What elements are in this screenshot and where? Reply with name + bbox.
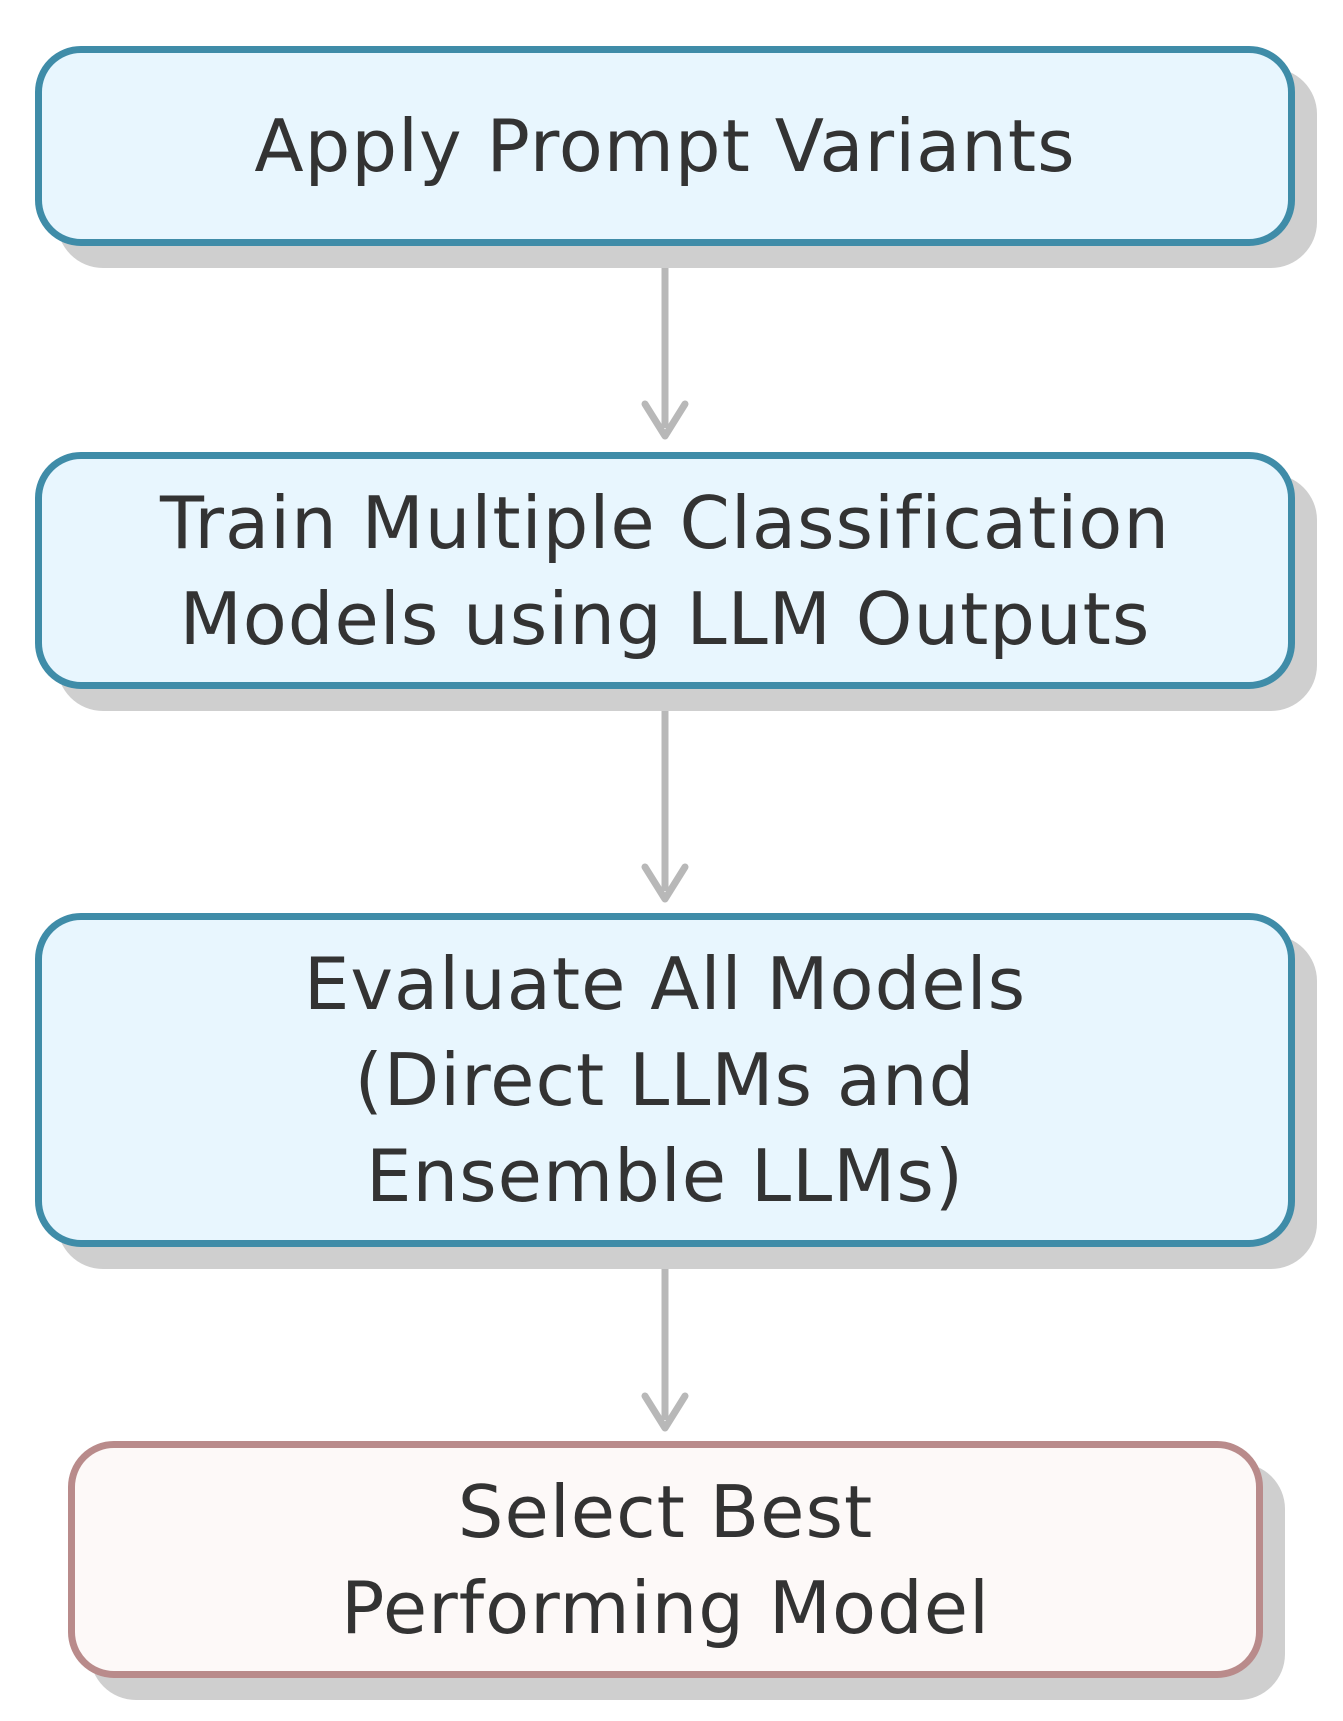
arrow-2 (641, 703, 689, 903)
node-label-select-best: Select Best Performing Model (340, 1469, 991, 1650)
node-select-best: Select Best Performing Model (68, 1441, 1263, 1678)
arrow-1 (641, 262, 689, 440)
arrow-3 (641, 1262, 689, 1432)
node-apply-prompt-variants: Apply Prompt Variants (35, 46, 1295, 246)
node-label-evaluate-models: Evaluate All Models (Direct LLMs and Ens… (303, 942, 1027, 1218)
node-train-models: Train Multiple Classification Models usi… (35, 452, 1295, 689)
node-label-train-models: Train Multiple Classification Models usi… (160, 480, 1170, 661)
node-label-apply-prompt-variants: Apply Prompt Variants (254, 104, 1076, 188)
node-evaluate-models: Evaluate All Models (Direct LLMs and Ens… (35, 913, 1295, 1247)
